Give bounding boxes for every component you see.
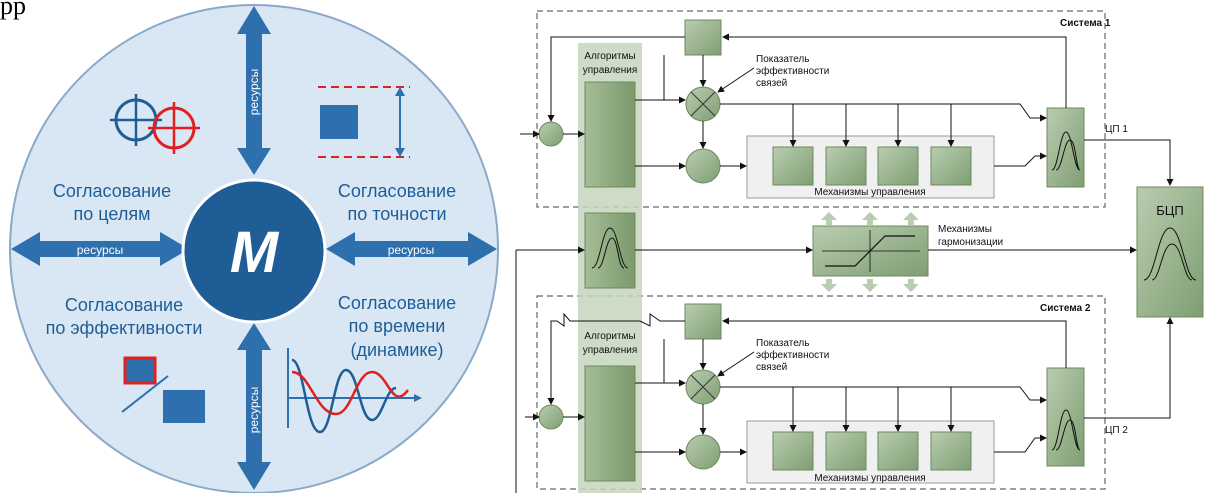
center-circle	[181, 178, 327, 324]
s1-indicator-line3: связей	[756, 78, 787, 89]
s1-indicator-line1: Показатель	[756, 54, 809, 65]
s2-mechanism-2	[825, 431, 867, 471]
caption-fragment: рр	[0, 0, 26, 20]
arrow-left	[11, 232, 189, 266]
dynamics-graph-icon	[287, 348, 422, 434]
s2-output-distribution-icon	[1051, 409, 1081, 451]
resource-label-top: ресурсы	[247, 69, 261, 116]
time-label-line3: (динамике)	[350, 340, 443, 360]
s2-indicator-line2: эффективности	[756, 349, 829, 361]
system1-title: Система 1	[1060, 18, 1111, 29]
middle-distribution-icon	[591, 227, 629, 269]
efficiency-label-line1: Согласование	[65, 295, 183, 315]
s2-mechanisms-label: Механизмы управления	[814, 473, 925, 484]
system2-title: Система 2	[1040, 303, 1091, 314]
s2-algorithms-block	[584, 365, 636, 482]
s2-indicator-line1: Показатель	[756, 338, 809, 349]
s1-algorithms-block	[584, 81, 636, 188]
arrow-top	[237, 6, 271, 175]
accuracy-label-line1: Согласование	[338, 181, 456, 201]
s1-input-node	[538, 121, 564, 147]
efficiency-label-line2: по эффективности	[46, 318, 203, 338]
s1-mechanism-1	[772, 146, 814, 186]
resource-label-right: ресурсы	[388, 243, 435, 257]
time-label-line1: Согласование	[338, 293, 456, 313]
s1-sum-node	[685, 148, 721, 184]
s1-mechanism-4	[930, 146, 972, 186]
s1-output-block	[1046, 107, 1085, 188]
s2-input-node	[538, 404, 564, 430]
s1-mechanisms-label: Механизмы управления	[814, 187, 925, 198]
arrow-bottom	[237, 323, 271, 490]
system2-box	[536, 295, 1106, 490]
s1-output-label: ЦП 1	[1105, 124, 1128, 135]
bcp-block	[1136, 186, 1204, 318]
s1-algorithms-line2: управления	[583, 65, 638, 76]
center-letter: M	[230, 220, 280, 285]
resource-label-bottom: ресурсы	[247, 387, 261, 434]
s2-top-block	[684, 303, 722, 340]
s2-sum-node	[685, 434, 721, 470]
s1-mechanism-2	[825, 146, 867, 186]
system1-box	[536, 10, 1106, 208]
harmonization-circle-diagram: ресурсы ресурсы ресурсы ресурсы M Соглас…	[9, 4, 499, 494]
crosshair-icon	[110, 94, 200, 154]
bcp-distribution-icon	[1143, 227, 1197, 281]
s1-mechanism-3	[877, 146, 919, 186]
s2-indicator-line3: связей	[756, 362, 787, 373]
bcp-label: БЦП	[1156, 203, 1184, 218]
middle-distribution-block	[584, 212, 636, 289]
accuracy-tolerance-icon	[318, 86, 410, 158]
harmonization-arrows-down	[821, 279, 919, 292]
arrow-right	[326, 232, 497, 266]
time-label-line2: по времени	[349, 316, 446, 336]
s1-algorithms-line1: Алгоритмы	[584, 51, 635, 62]
harmonization-label-line2: гармонизации	[938, 237, 1003, 248]
harmonization-label-line1: Механизмы	[938, 224, 992, 235]
s2-mechanism-4	[930, 431, 972, 471]
s1-output-distribution-icon	[1051, 131, 1081, 171]
s2-mechanism-1	[772, 431, 814, 471]
s2-algorithms-line1: Алгоритмы	[584, 331, 635, 342]
s2-mechanism-3	[877, 431, 919, 471]
s1-top-block	[684, 19, 722, 56]
harmonization-arrows-up	[821, 212, 919, 225]
s2-output-label: ЦП 2	[1105, 425, 1128, 436]
s2-algorithms-line2: управления	[583, 345, 638, 356]
goals-label-line2: по целям	[74, 204, 151, 224]
resource-label-left: ресурсы	[77, 243, 124, 257]
goals-label-line1: Согласование	[53, 181, 171, 201]
systems-block-diagram: Система 1 Система 2 Алгоритмы управления…	[515, 10, 1204, 493]
s2-output-block	[1046, 367, 1085, 467]
accuracy-label-line2: по точности	[347, 204, 446, 224]
efficiency-ratio-icon	[121, 356, 205, 423]
s1-indicator-line2: эффективности	[756, 65, 829, 77]
